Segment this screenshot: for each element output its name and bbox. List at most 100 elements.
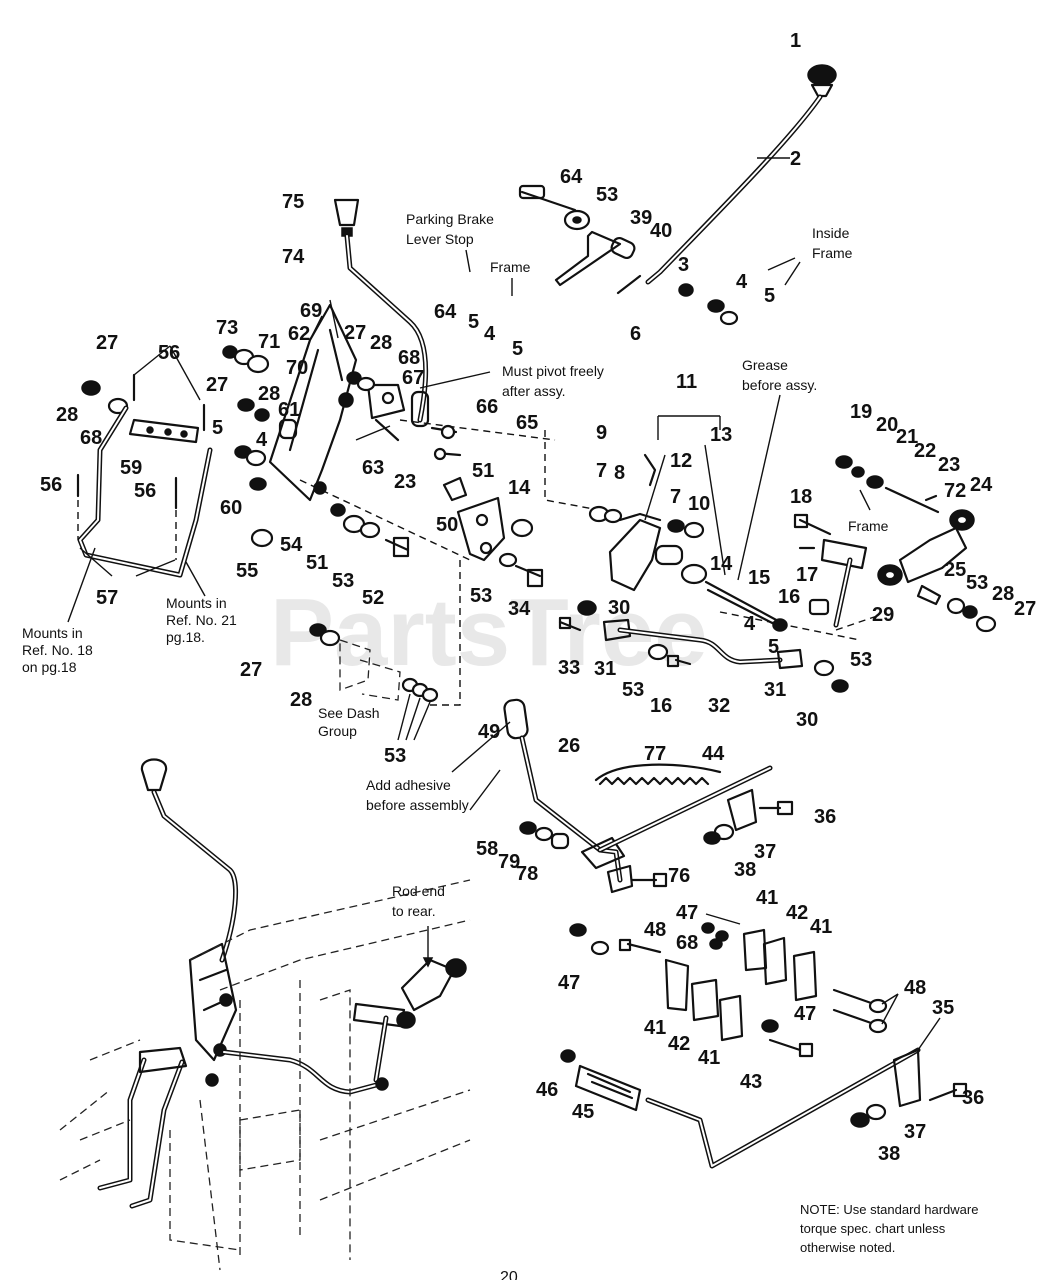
callout-22: 22 [914, 440, 936, 462]
callout-5: 5 [768, 636, 779, 658]
callout-18: 18 [790, 486, 812, 508]
brake-lever-assembly [222, 198, 491, 548]
frame-label-right: Frame [848, 518, 889, 534]
callout-42: 42 [668, 1033, 690, 1055]
torque-note-line1: NOTE: Use standard hardware [800, 1202, 978, 1217]
callout-7: 7 [670, 486, 681, 508]
callout-33: 33 [558, 657, 580, 679]
callout-9: 9 [596, 422, 607, 444]
callout-47: 47 [558, 972, 580, 994]
callout-23: 23 [394, 471, 416, 493]
callouts: 1 2 64 53 39 40 3 4 5 6 75 74 64 5 4 5 6… [40, 30, 1036, 1165]
callout-41: 41 [810, 916, 832, 938]
callout-14: 14 [508, 477, 531, 499]
callout-4: 4 [736, 271, 748, 293]
torque-note-line3: otherwise noted. [800, 1240, 895, 1255]
callout-31: 31 [594, 658, 616, 680]
callout-16: 16 [778, 586, 800, 608]
callout-21: 21 [896, 426, 918, 448]
callout-46: 46 [536, 1079, 558, 1101]
callout-48: 48 [644, 919, 666, 941]
callout-28: 28 [258, 383, 280, 405]
callout-52: 52 [362, 587, 384, 609]
callout-2: 2 [790, 148, 801, 170]
callout-53: 53 [332, 570, 354, 592]
adhesive-label-line1: Add adhesive [366, 777, 451, 793]
callout-68: 68 [676, 932, 698, 954]
callout-53: 53 [850, 649, 872, 671]
callout-63: 63 [362, 457, 384, 479]
callout-28: 28 [56, 404, 78, 426]
callout-26: 26 [558, 735, 580, 757]
callout-64: 64 [560, 166, 583, 188]
callout-61: 61 [278, 399, 300, 421]
callout-5: 5 [468, 311, 479, 333]
callout-59: 59 [120, 457, 142, 479]
callout-14: 14 [710, 553, 733, 575]
callout-41: 41 [698, 1047, 720, 1069]
rod-end-assembly [793, 455, 997, 633]
callout-41: 41 [644, 1017, 666, 1039]
callout-20: 20 [876, 414, 898, 436]
callout-71: 71 [258, 331, 280, 353]
callout-47: 47 [676, 902, 698, 924]
parking-brake-label-line1: Parking Brake [406, 211, 494, 227]
callout-57: 57 [96, 587, 118, 609]
brake-pedal-assembly [560, 1017, 968, 1169]
callout-56: 56 [158, 342, 180, 364]
callout-53: 53 [470, 585, 492, 607]
left-rod-linkage [67, 345, 213, 623]
callout-27: 27 [96, 332, 118, 354]
callout-40: 40 [650, 220, 672, 242]
grease-label-line1: Grease [742, 357, 788, 373]
callout-17: 17 [796, 564, 818, 586]
callout-28: 28 [992, 583, 1014, 605]
callout-54: 54 [280, 534, 303, 556]
callout-38: 38 [734, 859, 756, 881]
mounts-ref21-line2: Ref. No. 21 [166, 612, 237, 628]
callout-27: 27 [206, 374, 228, 396]
callout-64: 64 [434, 301, 457, 323]
callout-11: 11 [676, 371, 697, 393]
mounts-ref18-line1: Mounts in [22, 625, 83, 641]
assembled-view [59, 758, 471, 1271]
callout-28: 28 [290, 689, 312, 711]
callout-6: 6 [630, 323, 641, 345]
callout-27: 27 [1014, 598, 1036, 620]
callout-75: 75 [282, 191, 304, 213]
see-dash-label-line2: Group [318, 723, 357, 739]
torque-note-line2: torque spec. chart unless [800, 1221, 946, 1236]
callout-70: 70 [286, 357, 308, 379]
callout-67: 67 [402, 367, 424, 389]
callout-32: 32 [708, 695, 730, 717]
callout-48: 48 [904, 977, 926, 999]
page-number: 20 [500, 1269, 518, 1280]
callout-53: 53 [622, 679, 644, 701]
grease-label-line2: before assy. [742, 377, 817, 393]
callout-49: 49 [478, 721, 500, 743]
callout-72: 72 [944, 480, 966, 502]
adhesive-label-line2: before assembly [366, 797, 469, 813]
callout-10: 10 [688, 493, 710, 515]
callout-5: 5 [512, 338, 523, 360]
annotations: Parking Brake Lever Stop Frame Inside Fr… [22, 211, 978, 1280]
callout-65: 65 [516, 412, 538, 434]
callout-13: 13 [710, 424, 732, 446]
callout-37: 37 [904, 1121, 926, 1143]
callout-69: 69 [300, 300, 322, 322]
rod-end-label-line1: Rod end [392, 883, 445, 899]
callout-73: 73 [216, 317, 238, 339]
callout-45: 45 [572, 1101, 594, 1123]
callout-7: 7 [596, 460, 607, 482]
must-pivot-label-line1: Must pivot freely [502, 363, 604, 379]
callout-62: 62 [288, 323, 310, 345]
callout-27: 27 [240, 659, 262, 681]
callout-5: 5 [764, 285, 775, 307]
callout-60: 60 [220, 497, 242, 519]
callout-58: 58 [476, 838, 498, 860]
callout-30: 30 [608, 597, 630, 619]
mounts-ref21-line3: pg.18. [166, 629, 205, 645]
callout-47: 47 [794, 1003, 816, 1025]
callout-27: 27 [344, 322, 366, 344]
callout-23: 23 [938, 454, 960, 476]
